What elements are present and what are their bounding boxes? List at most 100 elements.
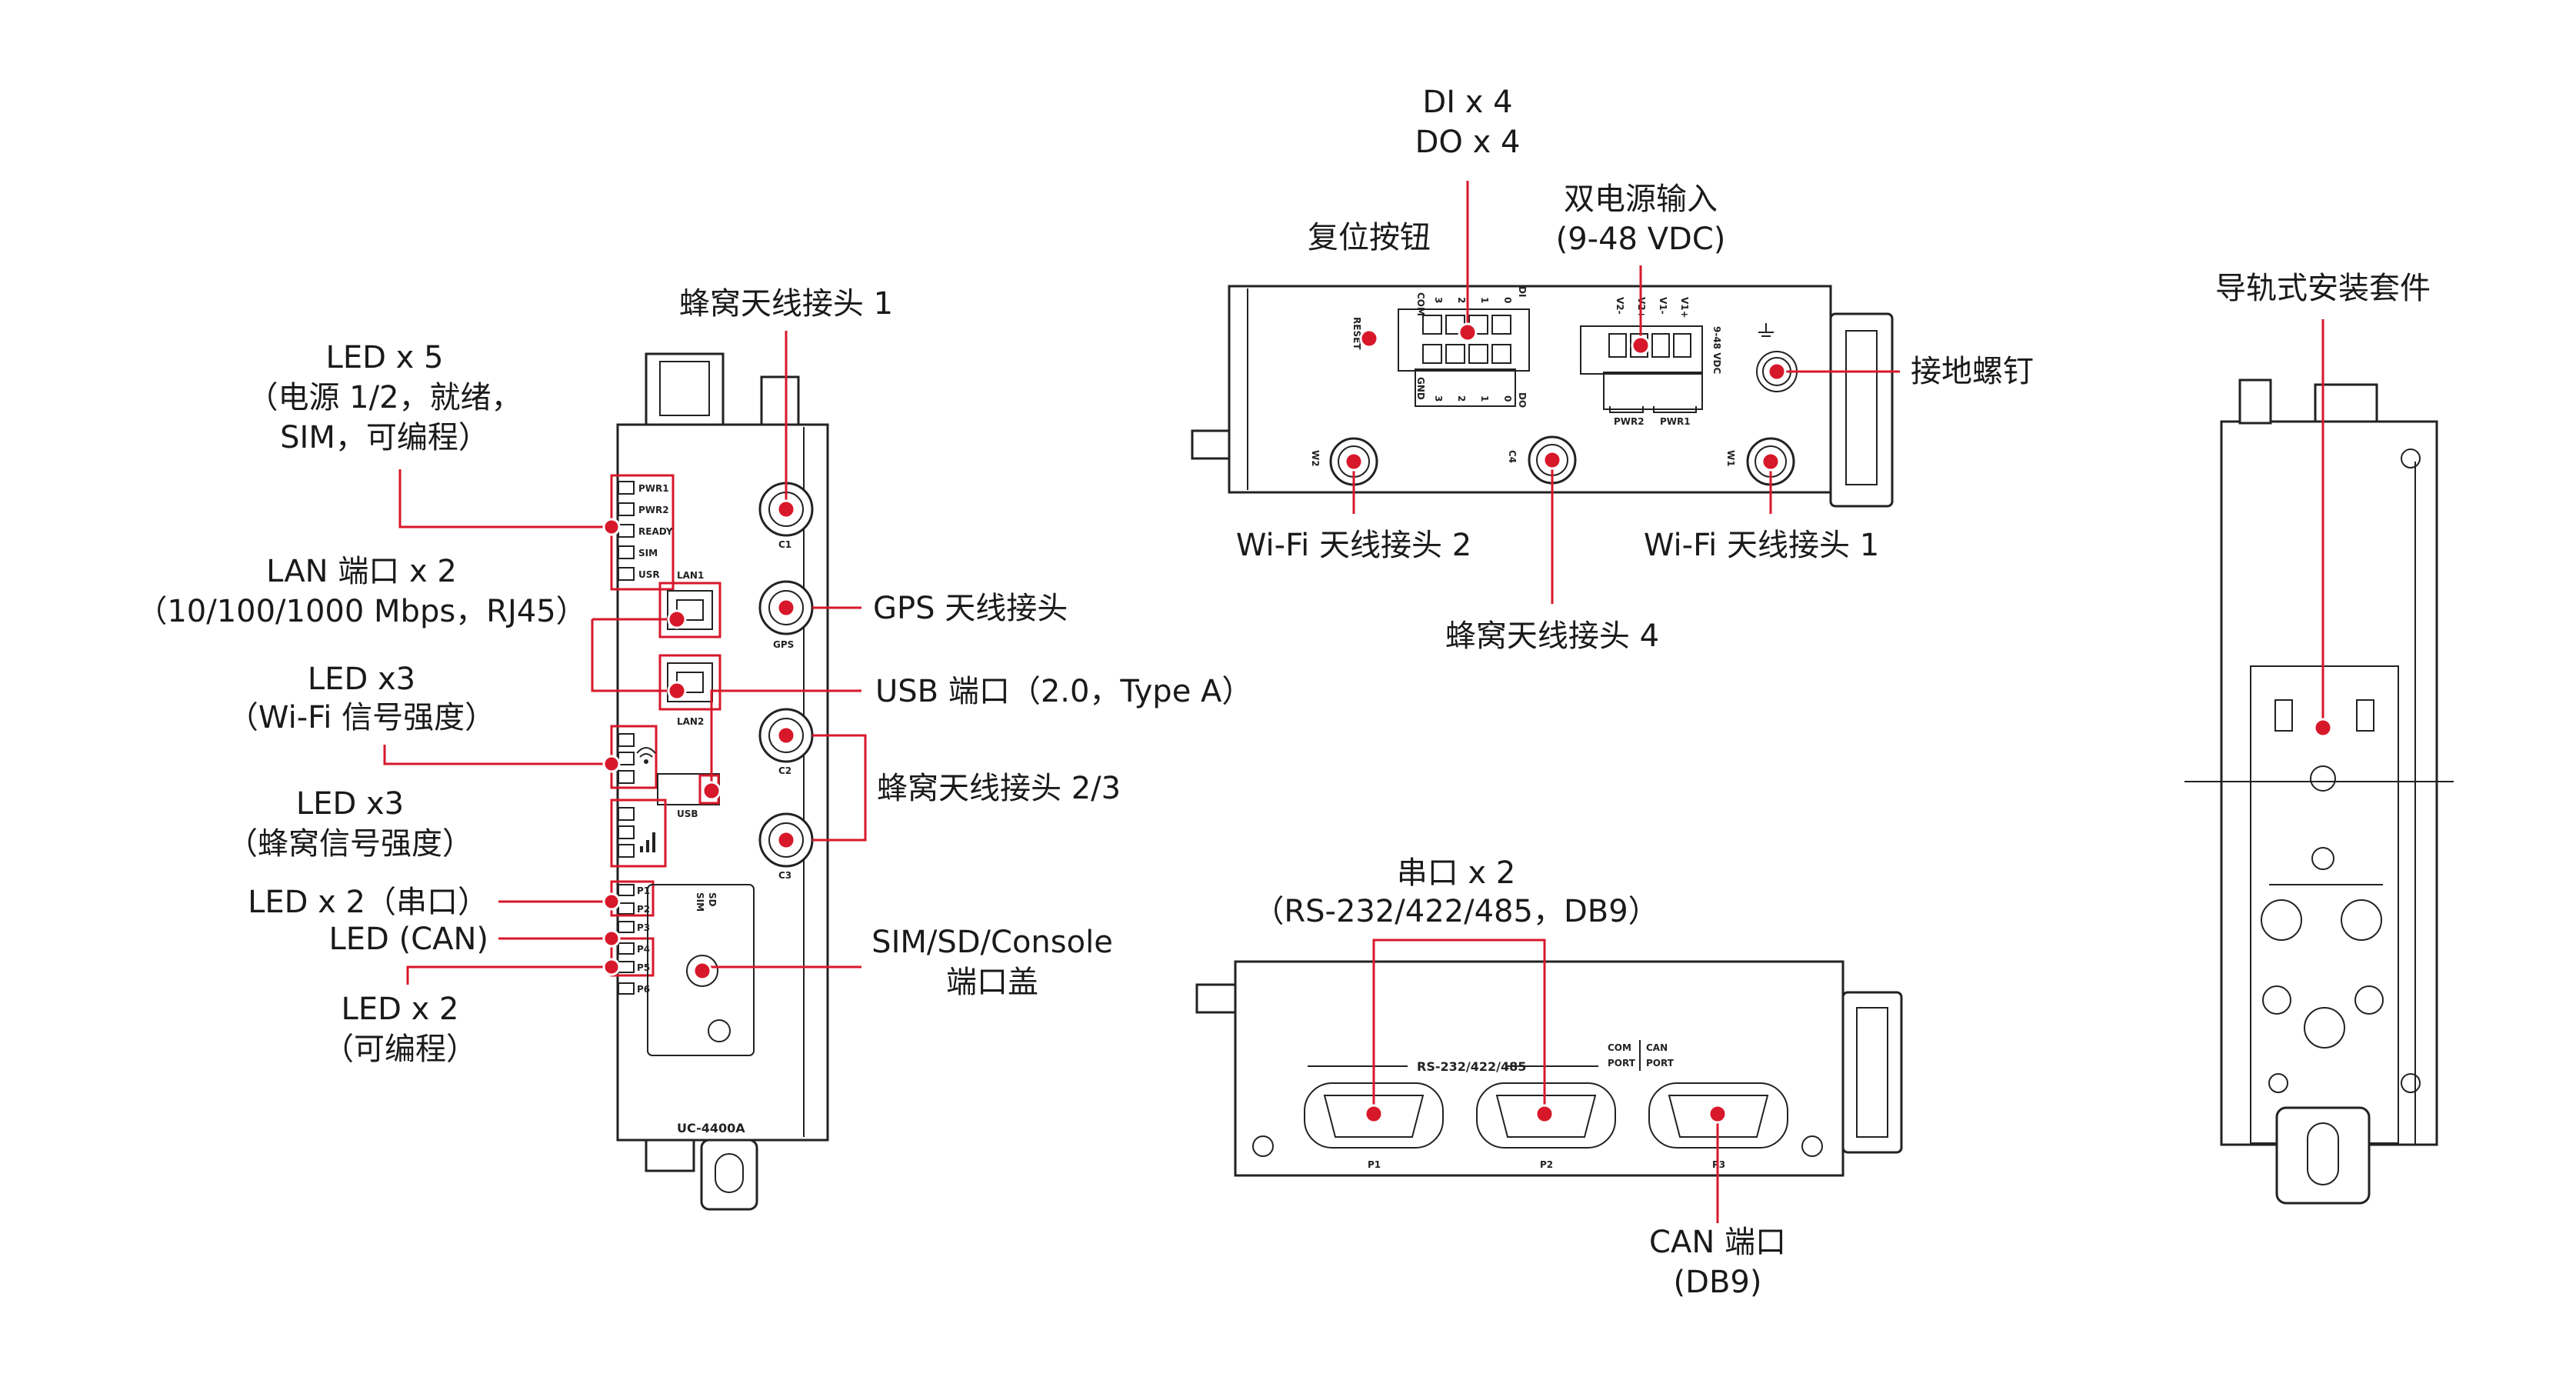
pin-v1-plus: V1+ — [1679, 297, 1690, 318]
pin-v1-minus: V1- — [1658, 297, 1668, 315]
bottom-rs-tag: RS-232/422/485 — [1417, 1059, 1526, 1074]
lan1-port — [667, 590, 713, 630]
led-label-usr: USR — [638, 569, 660, 580]
model-label: UC-4400A — [677, 1121, 745, 1135]
usb-tag: USB — [677, 809, 698, 819]
antenna-c1-tag: C1 — [778, 539, 791, 550]
label-usb: USB 端口（2.0，Type A） — [875, 674, 1252, 709]
bottom-din-clip — [1841, 991, 1903, 1154]
port-led-p6: P6 — [637, 984, 650, 995]
antenna-stub-top — [760, 375, 800, 426]
terminal-block-top — [645, 352, 725, 432]
lan1-label: LAN1 — [677, 570, 704, 581]
label-serial-l1: 串口 x 2 — [1397, 855, 1516, 891]
di-num-0: 0 — [1502, 297, 1513, 303]
top-view: RESET COM GND DI DO 3 2 1 0 3 2 1 0 V2- … — [1191, 181, 1900, 604]
label-cell23: 蜂窝天线接头 2/3 — [877, 771, 1121, 806]
ground-icon — [1758, 323, 1774, 337]
label-gps: GPS 天线接头 — [873, 591, 1068, 626]
bottom-screw-right — [1801, 1135, 1823, 1157]
do-num-1: 1 — [1479, 395, 1490, 402]
din-screw-2 — [2311, 847, 2334, 870]
pwr1-tag: PWR1 — [1660, 416, 1691, 427]
side-view — [2184, 319, 2454, 1205]
top-gnd-tag: GND — [1415, 377, 1426, 400]
port-led-p5: P5 — [637, 962, 650, 973]
top-com-tag: COM — [1415, 292, 1426, 316]
db9-p2 — [1476, 1082, 1616, 1149]
bottom-p3-tag: P3 — [1712, 1159, 1725, 1170]
front-view: PWR1 PWR2 READY SIM USR LAN1 LAN2 USB — [383, 331, 867, 1211]
din-foot-left — [645, 1139, 695, 1172]
side-panel — [2220, 420, 2438, 1146]
bottom-p1-tag: P1 — [1368, 1159, 1381, 1170]
label-cellled-l1: LED x3 — [296, 786, 404, 822]
label-wifi2: Wi-Fi 天线接头 2 — [1236, 528, 1471, 563]
side-top-clip — [2314, 383, 2378, 423]
top-di-tag: DI — [1517, 286, 1528, 297]
label-sim-l1: SIM/SD/Console — [871, 925, 1113, 960]
di-num-2: 2 — [1456, 297, 1467, 303]
label-wifiled-l2: （Wi-Fi 信号强度） — [228, 700, 495, 735]
top-din-clip — [1829, 312, 1894, 508]
antenna-c3-tag: C3 — [778, 870, 791, 881]
status-leds: PWR1 PWR2 READY SIM USR — [618, 481, 673, 581]
di-num-1: 1 — [1479, 297, 1490, 303]
side-antenna-stub — [2238, 378, 2272, 425]
top-w2-tag: W2 — [1310, 450, 1321, 467]
side-screw-top — [2401, 448, 2421, 468]
port-led-p3: P3 — [637, 922, 650, 933]
sd-tag: SD — [707, 892, 718, 907]
prog-led-box — [610, 937, 655, 977]
do-num-2: 2 — [1456, 395, 1467, 402]
antenna-c2-tag: C2 — [778, 765, 791, 776]
label-ground: 接地螺钉 — [1911, 354, 2034, 389]
led-label-pwr1: PWR1 — [638, 483, 669, 494]
lan2-port — [667, 662, 713, 702]
label-power-l2: (9-48 VDC) — [1556, 222, 1726, 257]
label-sim-l2: 端口盖 — [946, 965, 1038, 1000]
label-cell4: 蜂窝天线接头 4 — [1445, 618, 1659, 654]
din-foot-right — [700, 1139, 758, 1211]
label-power-l1: 双电源输入 — [1564, 182, 1718, 217]
label-can-l1: CAN 端口 — [1649, 1225, 1786, 1260]
port-led-p4: P4 — [637, 944, 650, 955]
do-num-3: 3 — [1433, 395, 1444, 402]
port-leds: P1 P2 P3 P4 P5 P6 — [618, 884, 650, 995]
label-din: 导轨式安装套件 — [2215, 271, 2431, 306]
din-hook — [2275, 1106, 2371, 1205]
bottom-can1-tag: CAN — [1646, 1042, 1668, 1053]
antenna-gps-tag: GPS — [773, 639, 794, 650]
led-label-ready: READY — [638, 526, 673, 537]
label-serial-l2: （RS-232/422/485，DB9） — [1253, 894, 1658, 929]
label-lan-l2: （10/100/1000 Mbps，RJ45） — [136, 594, 586, 629]
di-num-3: 3 — [1433, 297, 1444, 303]
label-lan-l1: LAN 端口 x 2 — [266, 554, 457, 589]
label-led5-l1: LED x 5 — [326, 340, 444, 375]
dido-terminal — [1398, 308, 1530, 372]
label-dido-l2: DO x 4 — [1415, 125, 1521, 160]
cover-screw-2 — [708, 1019, 731, 1042]
bottom-p2-tag: P2 — [1540, 1159, 1553, 1170]
sim-sd-cover — [647, 884, 755, 1056]
label-cell1: 蜂窝天线接头 1 — [679, 286, 893, 322]
cover-screw — [686, 955, 718, 987]
lan1-box — [658, 582, 721, 638]
bottom-can2-tag: PORT — [1646, 1058, 1675, 1069]
port-led-p1: P1 — [637, 885, 650, 896]
label-led5-l2: （电源 1/2，就绪， — [247, 380, 522, 415]
label-dido-l1: DI x 4 — [1422, 85, 1512, 120]
top-reset-tag: RESET — [1351, 317, 1362, 350]
label-can-l2: (DB9) — [1674, 1265, 1762, 1300]
bottom-view: RS-232/422/485 COM PORT CAN PORT P1 P2 P… — [1195, 939, 1903, 1223]
bottom-screw-left — [1252, 1135, 1274, 1157]
label-canled: LED (CAN) — [329, 922, 489, 957]
label-cellled-l2: （蜂窝信号强度） — [227, 826, 473, 862]
label-prog-l2: （可编程） — [323, 1032, 477, 1067]
port-led-p2: P2 — [637, 904, 650, 915]
bottom-com2-tag: PORT — [1608, 1058, 1636, 1069]
lan2-label: LAN2 — [677, 716, 704, 727]
top-do-tag: DO — [1517, 392, 1528, 408]
signal-bars-icon — [640, 832, 655, 852]
